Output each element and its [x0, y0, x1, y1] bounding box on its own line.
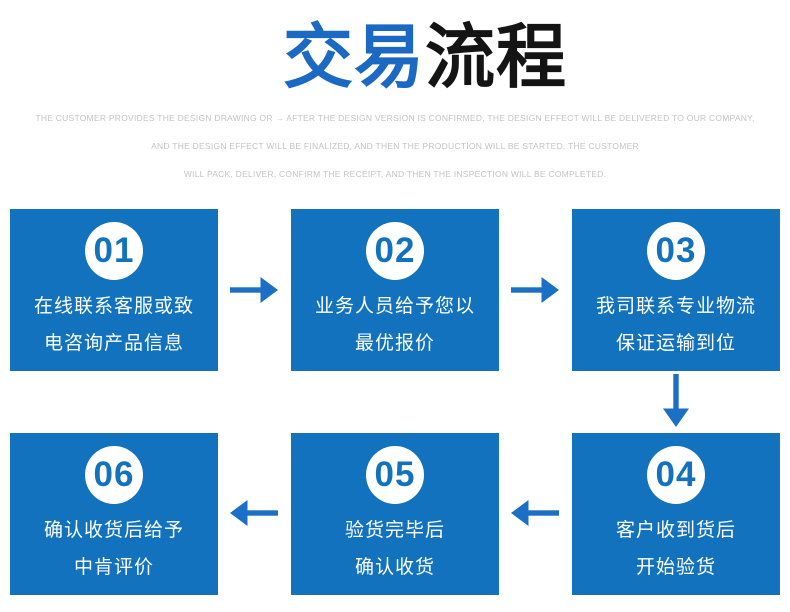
step-number: 05 [374, 455, 416, 494]
step-number-badge: 02 [366, 222, 424, 280]
arrow-down-icon [661, 374, 691, 427]
step-box-1: 01 在线联系客服或致 电咨询产品信息 [10, 209, 218, 371]
step-text-line2: 开始验货 [635, 557, 716, 578]
arrow-left-icon [230, 499, 278, 527]
step-box-4: 04 客户收到货后 开始验货 [572, 433, 780, 595]
step-number: 06 [93, 455, 135, 494]
step-number: 01 [93, 231, 135, 270]
step-number-badge: 05 [366, 446, 424, 504]
step-text-line1: 业务人员给予您以 [314, 296, 475, 317]
step-text-line2: 确认收货 [354, 557, 435, 578]
step-box-2: 02 业务人员给予您以 最优报价 [291, 209, 499, 371]
step-text-line1: 客户收到货后 [615, 520, 736, 541]
arrow-right-icon [511, 276, 559, 304]
step-text-line1: 我司联系专业物流 [595, 296, 756, 317]
step-text-line1: 确认收货后给予 [43, 520, 184, 541]
step-text-line1: 验货完毕后 [344, 520, 445, 541]
step-box-5: 05 验货完毕后 确认收货 [291, 433, 499, 595]
page-title: 交易流程 [30, 10, 790, 105]
title-highlight: 交易 [283, 18, 425, 96]
step-number: 02 [374, 231, 416, 270]
step-text-line2: 最优报价 [354, 333, 435, 354]
subtitle-line-2: AND THE DESIGN EFFECT WILL BE FINALIZED,… [151, 141, 639, 151]
subtitle: THE CUSTOMER PROVIDES THE DESIGN DRAWING… [0, 104, 790, 188]
step-box-6: 06 确认收货后给予 中肯评价 [10, 433, 218, 595]
step-number-badge: 01 [85, 222, 143, 280]
step-text-line1: 在线联系客服或致 [33, 296, 194, 317]
title-rest: 流程 [425, 18, 567, 96]
step-text-line2: 电咨询产品信息 [43, 333, 184, 354]
step-text-line2: 中肯评价 [73, 557, 154, 578]
step-number-badge: 06 [85, 446, 143, 504]
step-number: 04 [655, 455, 697, 494]
step-number-badge: 04 [647, 446, 705, 504]
subtitle-line-3: WILL PACK, DELIVER, CONFIRM THE RECEIPT,… [183, 169, 607, 179]
arrow-left-icon [511, 499, 559, 527]
step-text-line2: 保证运输到位 [615, 333, 736, 354]
step-number: 03 [655, 231, 697, 270]
arrow-right-icon [230, 276, 278, 304]
step-number-badge: 03 [647, 222, 705, 280]
subtitle-line-1: THE CUSTOMER PROVIDES THE DESIGN DRAWING… [35, 113, 755, 123]
step-box-3: 03 我司联系专业物流 保证运输到位 [572, 209, 780, 371]
